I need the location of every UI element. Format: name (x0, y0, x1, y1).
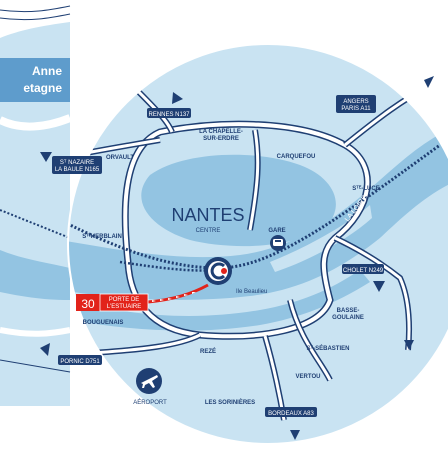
label-st-luce: Sᵀᴱ-LUCE (352, 185, 379, 192)
arrow-basse-goulaine-icon (404, 340, 414, 350)
label-sorinieres: LES SORINIÈRES (205, 398, 255, 406)
arrow-pornic-icon (40, 343, 50, 356)
road-shield-bordeaux: BORDEAUX A83 (265, 407, 317, 417)
map-rim (67, 43, 448, 445)
label-basse-goulaine-2: GOULAINE (332, 315, 364, 321)
arrow-angers-icon (424, 76, 434, 88)
label-bouguenais: BOUGUENAIS (83, 320, 124, 326)
svg-text:BORDEAUX A83: BORDEAUX A83 (268, 411, 314, 417)
city-title: NANTES (171, 205, 244, 225)
exit-label-2: L'ESTUAIRE (107, 304, 142, 310)
inset-label-1: Anne (32, 64, 62, 78)
svg-text:Sᵀ NAZAIRE: Sᵀ NAZAIRE (60, 159, 94, 166)
arrow-rennes-icon (172, 92, 183, 104)
city-subtitle: CENTRE (196, 228, 221, 234)
exit-marker[interactable]: 30 PORTE DE L'ESTUAIRE (76, 293, 149, 312)
svg-text:LA BAULE N165: LA BAULE N165 (55, 167, 100, 173)
label-basse-goulaine-1: BASSE- (337, 308, 360, 314)
road-shield-rennes: RENNES N137 (147, 108, 191, 118)
svg-text:CHOLET N249: CHOLET N249 (343, 268, 384, 274)
label-gare: GARE (268, 228, 285, 234)
svg-text:RENNES N137: RENNES N137 (148, 112, 190, 118)
label-st-herblain: Sᵀ-HERBLAIN (82, 233, 122, 240)
road-shield-angers: ANGERS PARIS A11 (336, 95, 376, 113)
road-shield-st-nazaire: Sᵀ NAZAIRE LA BAULE N165 (52, 156, 102, 174)
arrow-st-nazaire-icon (40, 152, 52, 162)
inset-label-2: etagne (23, 81, 62, 95)
svg-text:PARIS A11: PARIS A11 (341, 106, 371, 112)
road-shield-cholet: CHOLET N249 (342, 264, 384, 274)
venue-logo-icon[interactable] (204, 257, 232, 285)
label-chapelle-2: SUR-ERDRE (203, 136, 239, 142)
train-icon (270, 235, 286, 251)
arrow-cholet-icon (373, 281, 385, 292)
city-area (141, 154, 336, 247)
label-reze: REZÉ (200, 347, 216, 355)
label-vertou: VERTOU (296, 374, 321, 380)
ile-beaulieu (270, 205, 372, 272)
label-ile-beaulieu: Ile Beaulieu (236, 289, 267, 295)
label-carquefou: CARQUEFOU (277, 154, 316, 160)
exit-label-1: PORTE DE (109, 297, 140, 303)
main-map (68, 44, 448, 444)
road-shield-pornic: PORNIC D751 (58, 355, 102, 365)
inset-map: Anne etagne (0, 0, 72, 406)
plane-icon (136, 368, 162, 394)
arrow-bordeaux-icon (290, 430, 300, 440)
railway-main (68, 143, 441, 270)
loire-river (68, 120, 448, 300)
svg-text:ANGERS: ANGERS (343, 99, 368, 105)
exit-number: 30 (81, 297, 95, 311)
ring-road (123, 122, 370, 339)
direction-arrows (40, 76, 434, 440)
label-orvault: ORVAULT (106, 155, 134, 161)
inset-label-bg (0, 58, 70, 102)
label-st-sebastien: Sᵀ-SÉBASTIEN (307, 344, 350, 352)
svg-text:PORNIC D751: PORNIC D751 (60, 359, 100, 365)
label-aeroport: AÉROPORT (133, 399, 167, 406)
exit-route-chevrons (152, 292, 196, 302)
label-chapelle-1: LA CHAPELLE- (199, 129, 243, 135)
